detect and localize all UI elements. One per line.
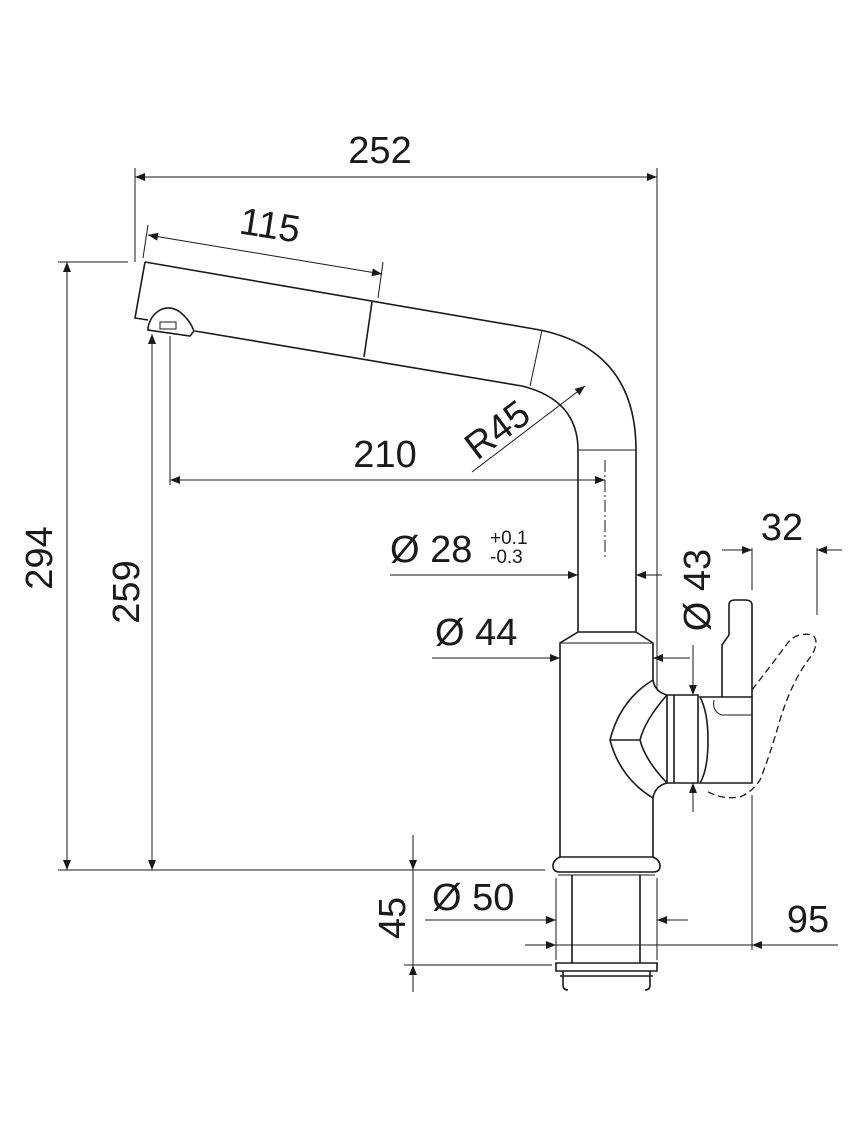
- dim-r45: [471, 385, 586, 473]
- lever-alt-position: [704, 633, 817, 799]
- spout-top: [144, 261, 637, 632]
- spout-end: [134, 261, 149, 321]
- dim-spout-pullout: 115: [237, 201, 303, 252]
- mounting-nut: [555, 962, 658, 991]
- handle-cartridge: [666, 694, 699, 784]
- dim-base-diameter: Ø 50: [432, 877, 514, 919]
- dim-handle-reach: 95: [787, 899, 829, 941]
- lever-joint: [713, 699, 752, 716]
- dim-handle-offset: 32: [761, 507, 803, 549]
- dim-overall-height: 294: [19, 526, 61, 589]
- aerator: [147, 307, 195, 337]
- dim-spout-tol-plus: +0.1: [490, 528, 528, 549]
- dim-reach: 210: [353, 434, 416, 476]
- dim-shank-length: 45: [372, 897, 414, 939]
- faucet-outline: [134, 261, 817, 991]
- lever: [698, 696, 753, 784]
- dim-outlet-height: 259: [106, 560, 148, 623]
- pullout-divider: [363, 301, 373, 358]
- dim-handle-diameter: Ø 43: [677, 549, 719, 631]
- dim-spout-diameter: Ø 28: [390, 529, 472, 571]
- shank: [571, 875, 641, 963]
- dim-overall-width: 252: [348, 130, 411, 172]
- body-base-ring: [552, 856, 661, 873]
- dim-spout-tol-minus: -0.3: [490, 547, 523, 568]
- dim-body-diameter: Ø 44: [435, 612, 517, 654]
- bend-divider: [529, 329, 543, 387]
- dimension-lines: 252 115 294 259 210 R45 Ø 28 +0.1 -0.3 Ø…: [19, 130, 842, 992]
- dim-115: [147, 232, 383, 277]
- handle-boss: [609, 679, 668, 799]
- body: [559, 631, 668, 857]
- aerator-slot: [159, 321, 177, 330]
- lever-stem: [721, 599, 753, 697]
- spout-bottom: [194, 330, 579, 632]
- dim-bend-radius: R45: [457, 393, 538, 469]
